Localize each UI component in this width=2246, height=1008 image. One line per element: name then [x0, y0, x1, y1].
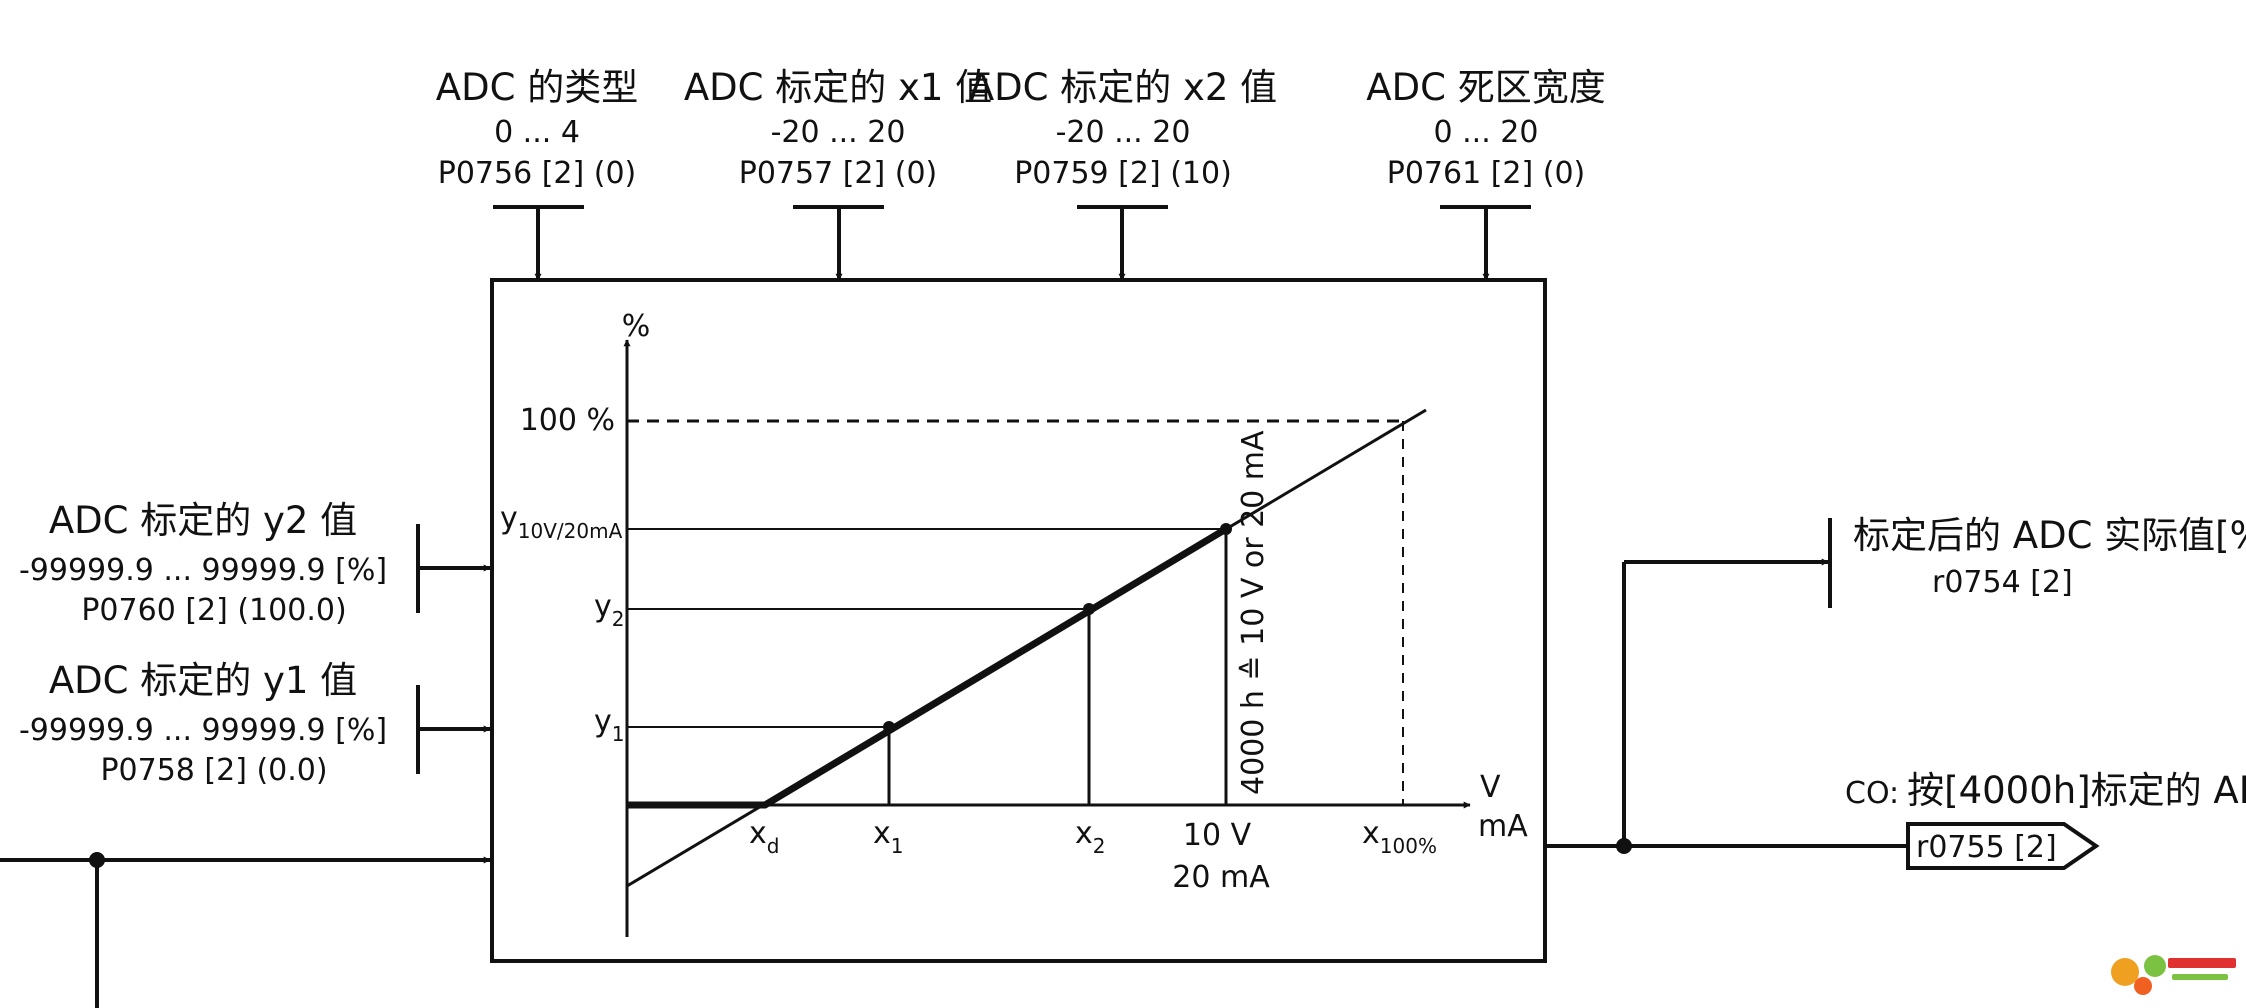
- output-co-connector: CO:按[4000h]标定的 ADC r0755 [2]: [1845, 769, 2246, 870]
- param-adc-type: ADC 的类型 0 ... 4 P0756 [2] (0): [436, 66, 638, 191]
- y100-label: 100 %: [520, 403, 615, 438]
- param-code: P0757 [2] (0): [739, 156, 938, 191]
- x-axis-unit-ma: mA: [1478, 809, 1528, 844]
- output-title: 标定后的 ADC 实际值[%]: [1853, 514, 2246, 557]
- param-range: 0 ... 20: [1434, 115, 1539, 150]
- param-range: -99999.9 ... 99999.9 [%]: [19, 553, 387, 588]
- y10v-label: y10V/20mA: [500, 501, 623, 543]
- x100-label: x100%: [1362, 816, 1437, 858]
- param-title: ADC 标定的 x2 值: [969, 66, 1277, 109]
- param-title: ADC 死区宽度: [1366, 66, 1605, 109]
- scaling-block: [490, 278, 1547, 963]
- x1-label: x1: [873, 816, 904, 858]
- param-range: 0 ... 4: [494, 115, 580, 150]
- param-code: P0761 [2] (0): [1387, 156, 1586, 191]
- x-axis-unit-v: V: [1480, 770, 1501, 805]
- point-10v: [1220, 523, 1232, 535]
- param-code: P0756 [2] (0): [438, 156, 637, 191]
- x20ma-label: 20 mA: [1172, 860, 1270, 895]
- param-range: -20 ... 20: [1056, 115, 1191, 150]
- point-x1y1: [883, 721, 895, 733]
- x10v-label: 10 V: [1183, 818, 1252, 853]
- param-title: ADC 标定的 x1 值: [684, 66, 992, 109]
- x2-label: x2: [1075, 816, 1106, 858]
- param-code: P0758 [2] (0.0): [100, 753, 327, 788]
- xd-label: xd: [749, 816, 779, 858]
- param-code: P0759 [2] (10): [1014, 156, 1232, 191]
- y1-label: y1: [594, 704, 625, 746]
- param-title: ADC 标定的 y2 值: [49, 499, 357, 542]
- param-code: P0760 [2] (100.0): [81, 593, 346, 628]
- guide-lines: [627, 419, 1404, 805]
- param-adc-deadband: ADC 死区宽度 0 ... 20 P0761 [2] (0): [1366, 66, 1605, 191]
- param-range: -99999.9 ... 99999.9 [%]: [19, 713, 387, 748]
- param-title: ADC 标定的 y1 值: [49, 659, 357, 702]
- watermark-logo: [2111, 955, 2236, 995]
- param-range: -20 ... 20: [771, 115, 906, 150]
- output-scaled-value: 标定后的 ADC 实际值[%] r0754 [2]: [1853, 514, 2246, 600]
- left-input-connectors: [416, 524, 491, 774]
- junction-dot: [89, 852, 105, 868]
- param-adc-y2: ADC 标定的 y2 值 -99999.9 ... 99999.9 [%] P0…: [19, 499, 387, 628]
- output-param: r0754 [2]: [1932, 565, 2073, 600]
- y2-label: y2: [594, 589, 625, 631]
- vertical-scaling-note: 4000 h ≙ 10 V or 20 mA: [1236, 430, 1271, 795]
- co-label: CO:按[4000h]标定的 ADC: [1845, 769, 2246, 812]
- output-connectors: [1545, 518, 1908, 848]
- top-input-connectors: [493, 205, 1531, 281]
- co-param: r0755 [2]: [1916, 830, 2057, 865]
- y-axis-unit: %: [622, 309, 651, 344]
- param-adc-x1: ADC 标定的 x1 值 -20 ... 20 P0757 [2] (0): [684, 66, 992, 191]
- analog-input-signal: [0, 856, 491, 1008]
- scaling-graph: % 100 % y10V/20mA y2 y1 V mA xd x1 x2 10…: [500, 309, 1528, 937]
- active-characteristic: [627, 525, 1228, 809]
- co-connector-shape: [1906, 822, 2100, 870]
- output-junction-dot: [1616, 838, 1632, 854]
- param-adc-y1: ADC 标定的 y1 值 -99999.9 ... 99999.9 [%] P0…: [19, 659, 387, 788]
- param-adc-x2: ADC 标定的 x2 值 -20 ... 20 P0759 [2] (10): [969, 66, 1277, 191]
- param-title: ADC 的类型: [436, 66, 638, 109]
- point-x2y2: [1083, 603, 1095, 615]
